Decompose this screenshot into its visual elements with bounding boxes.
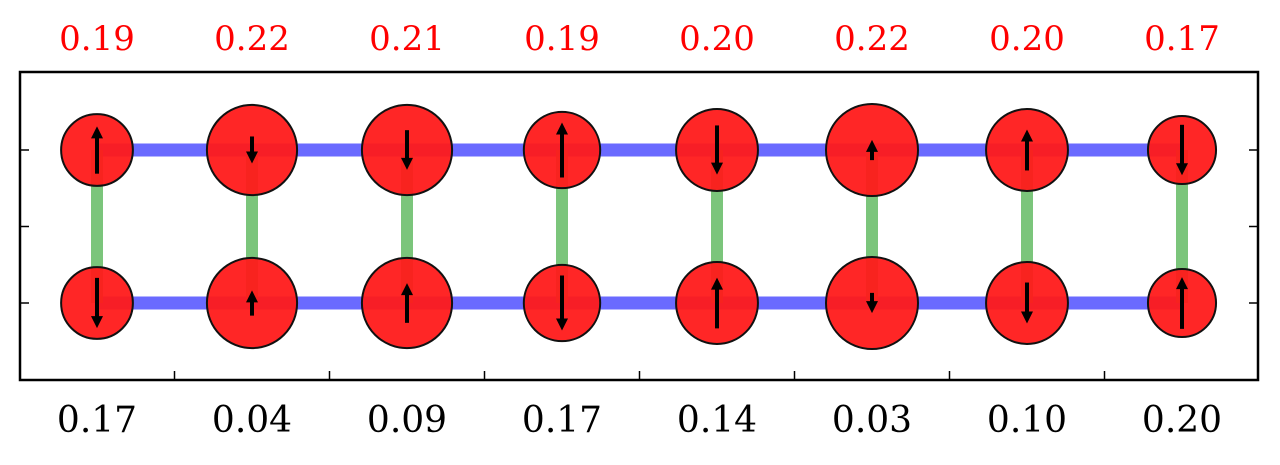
frame-border: [18, 70, 1260, 382]
top-value-label: 0.17: [1144, 19, 1220, 59]
top-value-label: 0.22: [214, 19, 290, 59]
bottom-value-labels: 0.17 0.04 0.09 0.17 0.14 0.03 0.10 0.20: [57, 400, 1222, 441]
bottom-value-label: 0.10: [987, 400, 1067, 441]
spin-arrow-head: [556, 122, 568, 135]
spin-arrow-head: [401, 157, 413, 170]
bottom-value-label: 0.09: [367, 400, 447, 441]
bottom-value-label: 0.04: [212, 400, 292, 441]
spin-arrow-head: [866, 301, 878, 314]
spin-arrow-head: [91, 126, 103, 139]
spin-arrow-head: [401, 283, 413, 296]
lattice-sites: [60, 103, 1218, 350]
top-value-label: 0.21: [369, 19, 445, 59]
spin-arrow-head: [1021, 311, 1033, 324]
spin-arrow-head: [711, 162, 723, 175]
bottom-value-label: 0.03: [832, 400, 912, 441]
bottom-value-label: 0.17: [57, 400, 137, 441]
spin-arrow-head: [556, 318, 568, 331]
spin-arrow-head: [1176, 163, 1188, 176]
spin-arrow-head: [246, 290, 258, 303]
bottom-value-label: 0.20: [1142, 400, 1222, 441]
plot-frame: [18, 70, 1260, 382]
spin-arrow-head: [711, 277, 723, 290]
top-value-label: 0.19: [524, 19, 600, 59]
top-value-label: 0.20: [989, 19, 1065, 59]
spin-arrow-head: [866, 139, 878, 152]
top-value-label: 0.22: [834, 19, 910, 59]
bottom-value-label: 0.17: [522, 400, 602, 441]
top-value-label: 0.19: [59, 19, 135, 59]
spin-arrow-head: [1176, 277, 1188, 290]
bottom-value-label: 0.14: [677, 400, 757, 441]
spin-arrow-head: [91, 316, 103, 329]
top-value-label: 0.20: [679, 19, 755, 59]
spin-arrow-head: [246, 151, 258, 164]
spin-arrow-head: [1021, 129, 1033, 142]
top-value-labels: 0.19 0.22 0.21 0.19 0.20 0.22 0.20 0.17: [59, 19, 1220, 59]
